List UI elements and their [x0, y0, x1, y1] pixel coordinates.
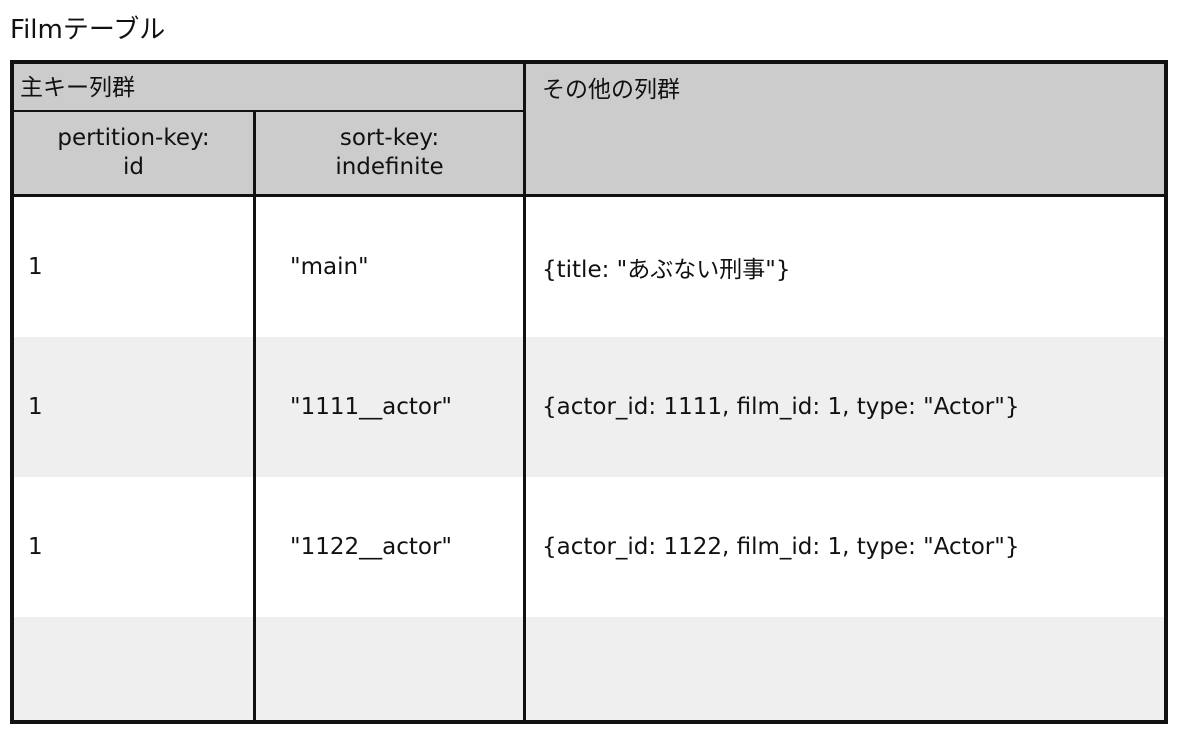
row-2-sort-key: "1111__actor" [290, 394, 452, 420]
row-2-sort-key-cell: "1111__actor" [256, 337, 526, 477]
sort-key-name: indefinite [335, 154, 444, 180]
sort-key-header: sort-key: indefinite [256, 112, 526, 197]
row-1-id: 1 [28, 254, 43, 280]
row-3-sort-key-cell: "1122__actor" [256, 477, 526, 617]
row-2-attributes-cell: {actor_id: 1111, film_id: 1, type: "Acto… [526, 337, 1164, 477]
row-2-id: 1 [28, 394, 43, 420]
primary-key-group-label: 主キー列群 [20, 75, 135, 101]
row-1-sort-key: "main" [290, 254, 369, 280]
row-4-attributes-cell [526, 617, 1164, 720]
row-4-id-cell [14, 617, 256, 720]
row-3-id-cell: 1 [14, 477, 256, 617]
row-2-attributes: {actor_id: 1111, film_id: 1, type: "Acto… [542, 394, 1020, 420]
partition-key-label: pertition-key: [57, 125, 210, 151]
row-1-attributes: {title: "あぶない刑事"} [542, 257, 791, 283]
row-2-id-cell: 1 [14, 337, 256, 477]
row-3-sort-key: "1122__actor" [290, 534, 452, 560]
row-3-id: 1 [28, 534, 43, 560]
other-columns-group-header: その他の列群 [526, 64, 1164, 197]
row-4-sort-key-cell [256, 617, 526, 720]
row-1-attributes-cell: {title: "あぶない刑事"} [526, 197, 1164, 337]
table-title: Filmテーブル [10, 15, 166, 45]
film-table: 主キー列群 その他の列群 pertition-key: id sort-key:… [10, 60, 1168, 724]
row-1-id-cell: 1 [14, 197, 256, 337]
row-3-attributes-cell: {actor_id: 1122, film_id: 1, type: "Acto… [526, 477, 1164, 617]
sort-key-label: sort-key: [339, 125, 440, 151]
primary-key-group-header: 主キー列群 [14, 64, 526, 112]
partition-key-header: pertition-key: id [14, 112, 256, 197]
row-3-attributes: {actor_id: 1122, film_id: 1, type: "Acto… [542, 534, 1020, 560]
partition-key-name: id [123, 154, 144, 180]
other-columns-group-label: その他の列群 [542, 77, 680, 103]
row-1-sort-key-cell: "main" [256, 197, 526, 337]
